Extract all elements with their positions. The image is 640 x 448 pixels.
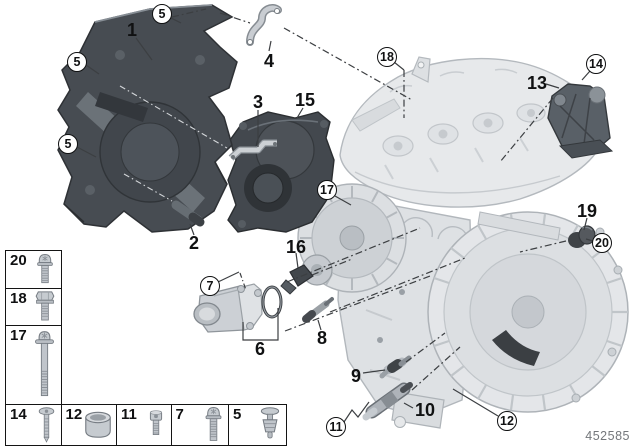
legend-number: 7 bbox=[175, 405, 184, 423]
legend-number: 5 bbox=[233, 405, 242, 423]
legend-number: 20 bbox=[10, 252, 27, 269]
callout-9[interactable]: 9 bbox=[350, 366, 362, 386]
o-ring-illustration bbox=[261, 285, 283, 319]
legend-cell-17[interactable]: 17 bbox=[5, 325, 62, 405]
sensor-9-illustration bbox=[379, 355, 412, 379]
callout-5-circled[interactable]: 5 bbox=[58, 134, 78, 154]
legend-number: 11 bbox=[121, 405, 137, 423]
thermostat-housing-illustration bbox=[193, 283, 263, 333]
sealing-plug-illustration bbox=[568, 225, 596, 248]
legend-cell-18[interactable]: 18 bbox=[5, 288, 62, 327]
screw-flat-long-icon bbox=[35, 405, 58, 445]
legend-cell-5[interactable]: 5 bbox=[228, 403, 287, 446]
timing-cover-large-illustration bbox=[57, 4, 238, 233]
callout-6[interactable]: 6 bbox=[254, 339, 266, 359]
bolt-short-torx-icon bbox=[32, 252, 58, 288]
sensor-8-illustration bbox=[302, 297, 334, 323]
callout-4[interactable]: 4 bbox=[263, 51, 275, 71]
legend-cell-7[interactable]: 7 bbox=[170, 403, 230, 446]
legend-cell-11[interactable]: 11 bbox=[116, 403, 172, 446]
callout-13[interactable]: 13 bbox=[526, 73, 548, 93]
sensor-10-illustration bbox=[362, 382, 413, 421]
leader-lines bbox=[76, 8, 594, 423]
holder-bracket-illustration bbox=[246, 4, 282, 46]
callout-11-circled[interactable]: 11 bbox=[326, 417, 346, 437]
alternator-illustration bbox=[297, 183, 407, 293]
doc-number: 452585 bbox=[585, 429, 630, 443]
callout-20-circled[interactable]: 20 bbox=[592, 233, 612, 253]
legend-number: 14 bbox=[10, 405, 27, 423]
rivet-icon bbox=[257, 406, 283, 444]
callout-12-circled[interactable]: 12 bbox=[497, 411, 517, 431]
callout-16[interactable]: 16 bbox=[285, 237, 307, 257]
legend-number: 12 bbox=[65, 405, 83, 423]
dowel-pin-illustration bbox=[171, 200, 205, 227]
legend-cell-12[interactable]: 12 bbox=[60, 403, 118, 446]
callout-5-circled[interactable]: 5 bbox=[67, 52, 87, 72]
callout-7-circled[interactable]: 7 bbox=[200, 276, 220, 296]
legend-cell-14[interactable]: 14 bbox=[5, 403, 62, 446]
engine-mount-bracket-illustration bbox=[547, 83, 614, 159]
callout-1[interactable]: 1 bbox=[126, 20, 138, 40]
bolt-short-hex-icon bbox=[32, 289, 58, 326]
legend-cell-20[interactable]: 20 bbox=[5, 250, 62, 290]
sleeve-icon bbox=[82, 409, 114, 441]
bolt-flange-med-icon bbox=[201, 405, 226, 445]
legend-number: 18 bbox=[10, 290, 27, 307]
callout-14-circled[interactable]: 14 bbox=[586, 54, 606, 74]
sensor-16-illustration bbox=[280, 264, 314, 295]
callout-17-circled[interactable]: 17 bbox=[317, 180, 337, 200]
support-bracket-illustration bbox=[228, 139, 277, 161]
callout-19[interactable]: 19 bbox=[576, 201, 598, 221]
callout-2[interactable]: 2 bbox=[188, 233, 200, 253]
bolt-socket-icon bbox=[144, 408, 168, 442]
callout-10[interactable]: 10 bbox=[414, 400, 436, 420]
callout-3[interactable]: 3 bbox=[252, 92, 264, 112]
legend-number: 17 bbox=[10, 327, 27, 344]
callout-8[interactable]: 8 bbox=[316, 328, 328, 348]
timing-cover-small-illustration bbox=[227, 111, 335, 233]
callout-5-circled[interactable]: 5 bbox=[152, 4, 172, 24]
bolt-long-icon bbox=[31, 328, 58, 402]
callout-15[interactable]: 15 bbox=[294, 90, 316, 110]
callout-18-circled[interactable]: 18 bbox=[377, 47, 397, 67]
